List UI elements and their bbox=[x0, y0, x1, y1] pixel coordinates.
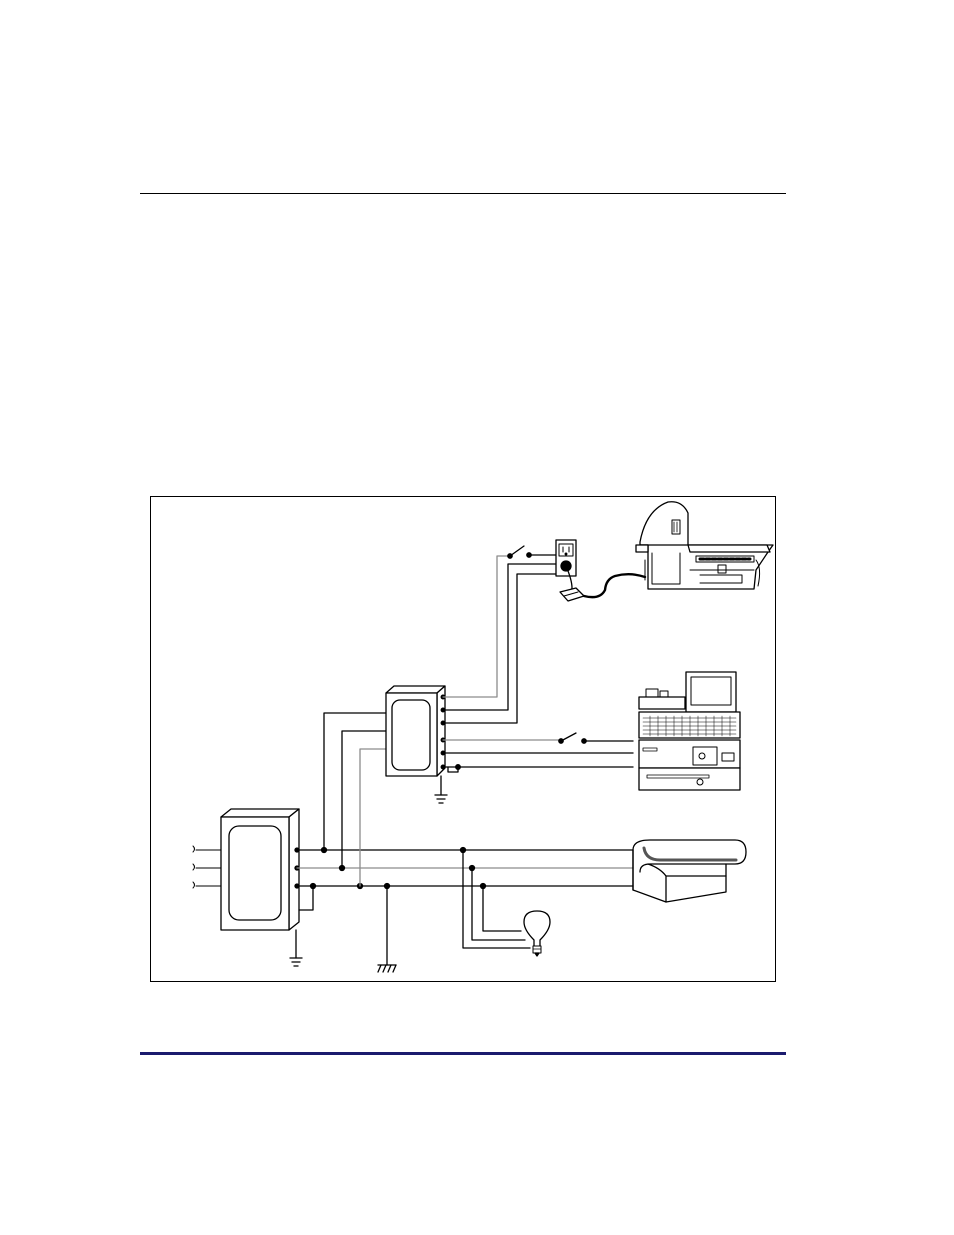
chassis-ground-icon bbox=[378, 886, 396, 972]
checkout-counter-icon bbox=[633, 840, 746, 902]
ground-main bbox=[290, 930, 302, 966]
pos-circuit bbox=[443, 740, 633, 772]
light-circuit bbox=[463, 850, 530, 948]
footer-rule bbox=[140, 1052, 786, 1055]
pos-terminal-icon bbox=[639, 672, 740, 790]
outlet-icon bbox=[556, 540, 576, 576]
ground-sub bbox=[435, 776, 447, 803]
sub-panel-feeders bbox=[324, 713, 386, 886]
light-bulb-icon bbox=[524, 911, 550, 956]
switch-outlet bbox=[508, 546, 556, 558]
outlet-circuit bbox=[443, 556, 556, 723]
wiring-diagram bbox=[150, 496, 776, 982]
incoming-feed-lines bbox=[193, 846, 221, 888]
scanner-scale-icon bbox=[636, 502, 773, 589]
sub-panel-icon bbox=[386, 686, 445, 776]
branch-wires bbox=[297, 848, 633, 911]
switch-pos bbox=[559, 733, 633, 743]
service-panel-icon bbox=[221, 809, 299, 930]
header-rule bbox=[140, 193, 786, 194]
